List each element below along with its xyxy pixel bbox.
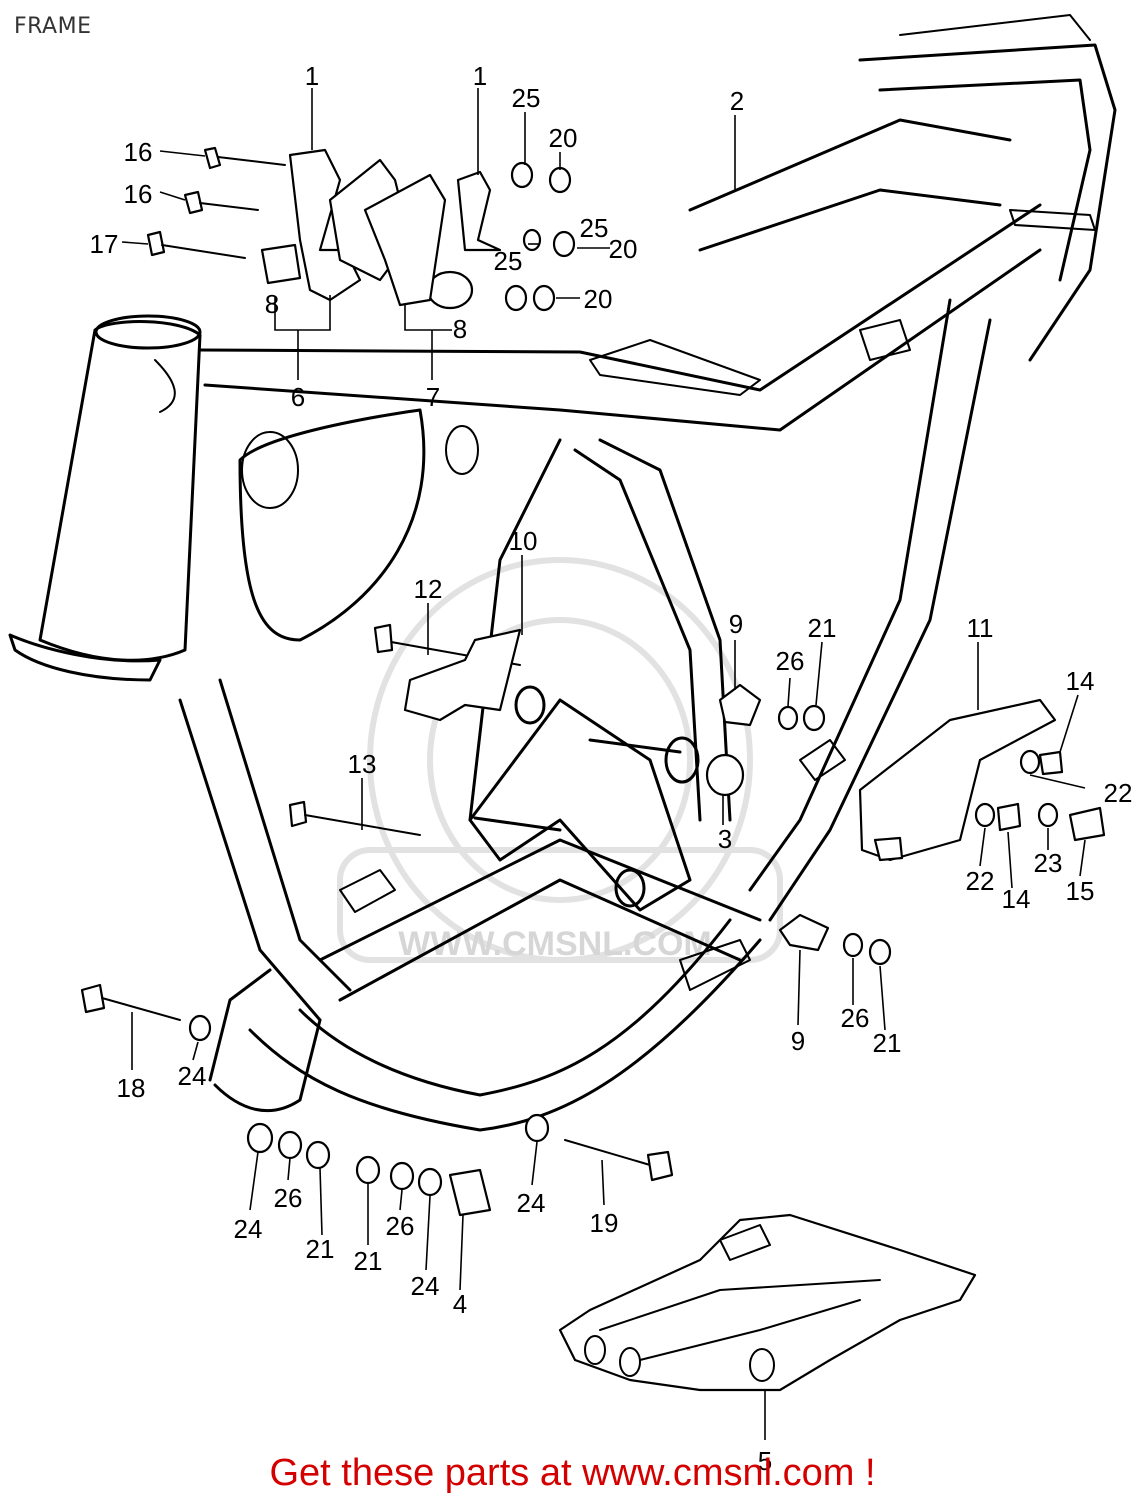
callout-25: 25 [512,83,541,113]
leader-lines [121,88,1086,1440]
callout-21: 21 [873,1028,902,1058]
callout-17: 17 [90,229,119,259]
callout-9: 9 [791,1026,805,1056]
callout-14: 14 [1002,884,1031,914]
callout-2: 2 [730,86,744,116]
small-parts [80,146,1106,1392]
page-title: FRAME [14,14,92,39]
callout-labels: 1 1 2 25 20 16 16 17 25 20 25 20 8 8 6 7… [90,61,1133,1476]
callout-22: 22 [1104,778,1133,808]
callout-7: 7 [426,382,440,412]
callout-6: 6 [291,382,305,412]
callout-22: 22 [966,866,995,896]
callout-1: 1 [305,61,319,91]
callout-26: 26 [776,646,805,676]
callout-16: 16 [124,179,153,209]
callout-24: 24 [517,1188,546,1218]
callout-26: 26 [274,1183,303,1213]
callout-8: 8 [265,289,279,319]
callout-20: 20 [584,284,613,314]
frame-body [8,14,1117,1132]
callout-12: 12 [414,574,443,604]
callout-8: 8 [453,314,467,344]
callout-14: 14 [1066,666,1095,696]
callout-20: 20 [549,123,578,153]
callout-23: 23 [1034,848,1063,878]
callout-26: 26 [386,1211,415,1241]
callout-24: 24 [234,1214,263,1244]
callout-9: 9 [729,609,743,639]
callout-1: 1 [473,61,487,91]
callout-25: 25 [580,213,609,243]
callout-3: 3 [718,824,732,854]
callout-5: 5 [758,1446,772,1476]
callout-4: 4 [453,1289,467,1319]
callout-18: 18 [117,1073,146,1103]
callout-21: 21 [808,613,837,643]
callout-20: 20 [609,234,638,264]
promo-banner[interactable]: Get these parts at www.cmsnl.com ! [269,1452,876,1494]
callout-10: 10 [509,526,538,556]
watermark-text: WWW.CMSNL.COM [398,925,712,963]
callout-24: 24 [411,1271,440,1301]
callout-21: 21 [354,1246,383,1276]
callout-11: 11 [967,613,994,643]
callout-21: 21 [306,1234,335,1264]
callout-13: 13 [348,749,377,779]
callout-25: 25 [494,246,523,276]
callout-15: 15 [1066,876,1095,906]
callout-26: 26 [841,1003,870,1033]
callout-24: 24 [178,1061,207,1091]
callout-16: 16 [124,137,153,167]
callout-19: 19 [590,1208,619,1238]
